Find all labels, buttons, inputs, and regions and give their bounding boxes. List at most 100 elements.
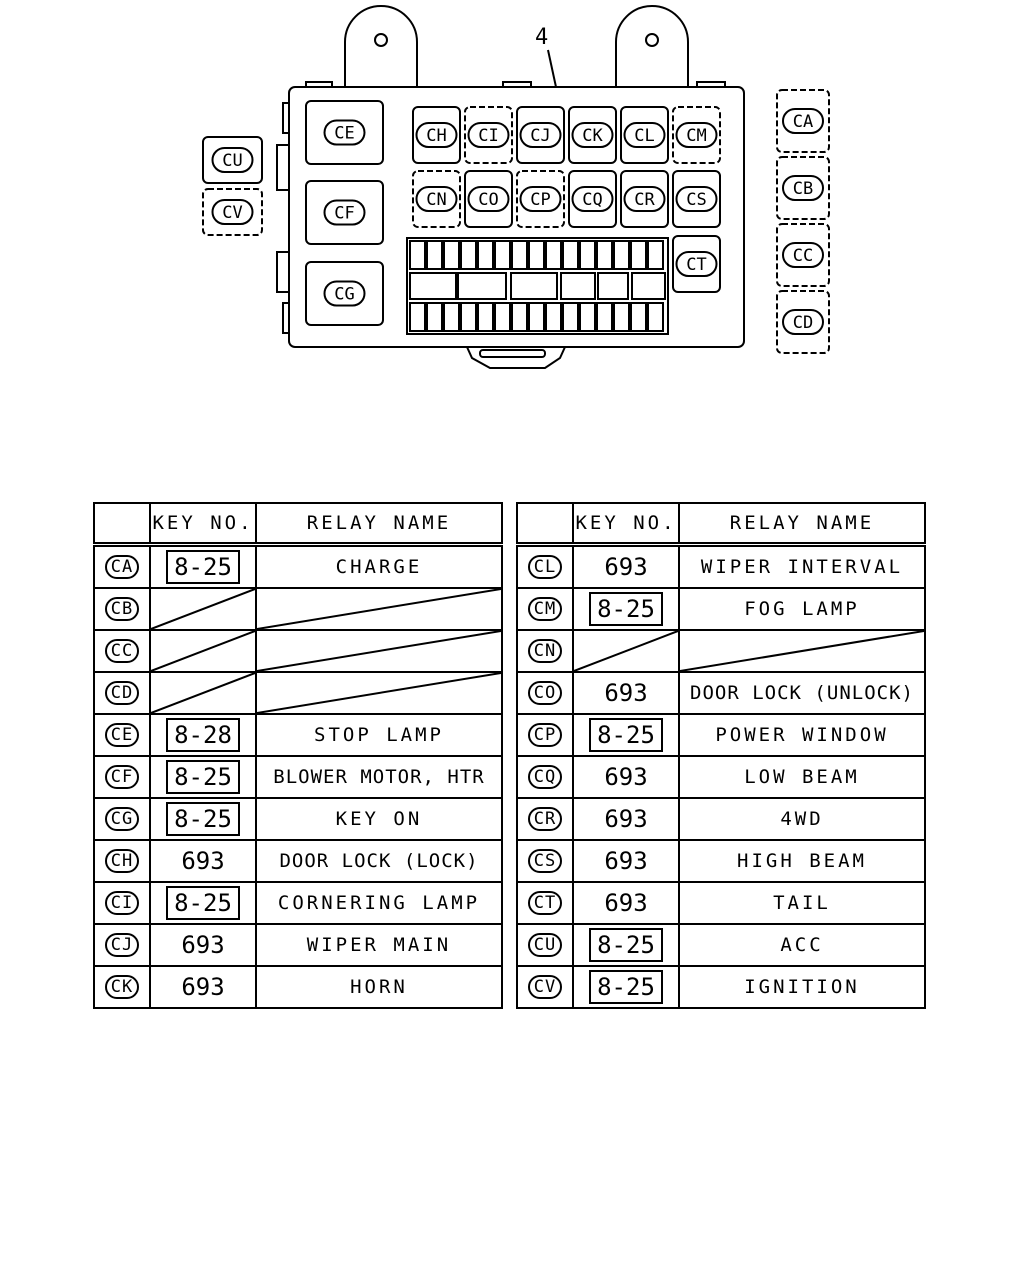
mounting-hole-right — [645, 33, 659, 47]
diagonal-strike — [151, 589, 255, 629]
relay-socket-co: CO — [464, 170, 513, 228]
relay-code-label: CH — [104, 849, 140, 873]
fuse-slot — [596, 240, 613, 270]
key-no-value: 8-25 — [589, 592, 663, 626]
relay-code-cell: CP — [516, 713, 574, 757]
relay-name-cell: FOG LAMP — [678, 587, 926, 631]
relay-code-text: CI — [478, 126, 498, 146]
fuse-slot — [579, 240, 596, 270]
relay-code-text: CU — [222, 151, 242, 171]
header-relay-name: RELAY NAME — [255, 502, 503, 546]
relay-code-cell: CE — [93, 713, 151, 757]
relay-code-label: CN — [527, 639, 563, 663]
key-no-value: 8-28 — [166, 718, 240, 752]
relay-socket-cs: CS — [672, 170, 721, 228]
relay-socket-ca: CA — [776, 89, 830, 153]
key-no-value: 693 — [181, 847, 225, 875]
key-no-value: 693 — [181, 931, 225, 959]
key-no-value: 8-25 — [166, 802, 240, 836]
fuse-slot — [494, 302, 511, 332]
relay-socket-ch: CH — [412, 106, 461, 164]
fuse-slot — [613, 302, 630, 332]
relay-code-cell: CS — [516, 839, 574, 883]
key-no-cell: 693 — [572, 671, 680, 715]
fuse-slot — [409, 302, 426, 332]
relay-code-text: CV — [222, 203, 242, 223]
relay-code-cell: CQ — [516, 755, 574, 799]
diagonal-strike — [257, 631, 501, 671]
relay-code-cell: CA — [93, 543, 151, 589]
relay-code-cell: CR — [516, 797, 574, 841]
fuse-slot — [596, 302, 613, 332]
key-no-value: 8-25 — [166, 886, 240, 920]
relay-code-oval — [415, 186, 458, 212]
relay-code-oval — [571, 186, 614, 212]
relay-code-cell: CI — [93, 881, 151, 925]
empty-cell — [678, 629, 926, 673]
header-code — [93, 502, 151, 546]
relay-code-text: CM — [686, 126, 706, 146]
relay-code-label: CD — [104, 681, 140, 705]
callout-leader — [547, 49, 557, 88]
header-key-no: KEY NO. — [149, 502, 257, 546]
relay-code-label: CG — [104, 807, 140, 831]
relay-code-cell: CN — [516, 629, 574, 673]
key-no-cell: 8-25 — [572, 965, 680, 1009]
diagonal-strike — [151, 631, 255, 671]
relay-code-oval — [211, 199, 254, 225]
key-no-cell: 8-28 — [149, 713, 257, 757]
fuse-block — [406, 237, 669, 335]
relay-code-oval — [675, 186, 718, 212]
mounting-ear-left — [344, 5, 418, 86]
relay-code-text: CR — [634, 190, 655, 210]
relay-code-text: CP — [530, 190, 550, 210]
key-no-cell: 693 — [572, 755, 680, 799]
relay-code-label: CK — [104, 975, 140, 999]
empty-cell — [255, 629, 503, 673]
table-header-row: KEY NO. RELAY NAME — [93, 502, 503, 546]
relay-code-label: CB — [104, 597, 140, 621]
key-no-cell: 8-25 — [149, 543, 257, 589]
fuse-slot — [510, 272, 558, 300]
relay-socket-cb: CB — [776, 156, 830, 220]
relay-code-text: CE — [334, 124, 354, 144]
fuse-slot — [477, 240, 494, 270]
relay-name-cell: CORNERING LAMP — [255, 881, 503, 925]
relay-code-label: CJ — [104, 933, 140, 957]
relay-name-cell: 4WD — [678, 797, 926, 841]
relay-code-label: CT — [527, 891, 563, 915]
fuse-slot — [647, 302, 664, 332]
key-no-cell: 8-25 — [149, 755, 257, 799]
relay-code-cell: CB — [93, 587, 151, 631]
fuse-slot — [477, 302, 494, 332]
relay-code-oval — [467, 122, 510, 148]
relay-code-oval — [323, 199, 366, 226]
relay-code-cell: CK — [93, 965, 151, 1009]
relay-code-oval — [467, 186, 510, 212]
relay-code-cell: CM — [516, 587, 574, 631]
relay-name-cell: HORN — [255, 965, 503, 1009]
relay-socket-ct: CT — [672, 235, 721, 293]
fuse-slot — [545, 240, 562, 270]
fuse-slot — [409, 272, 457, 300]
relay-code-oval — [782, 309, 824, 335]
key-no-cell: 693 — [572, 839, 680, 883]
relay-name-cell: HIGH BEAM — [678, 839, 926, 883]
fuse-slot — [597, 272, 629, 300]
diagonal-strike — [574, 631, 678, 671]
relay-code-label: CS — [527, 849, 563, 873]
table-row: CI 8-25 CORNERING LAMP — [93, 881, 503, 925]
relay-socket-cd: CD — [776, 290, 830, 354]
fuse-slot — [613, 240, 630, 270]
